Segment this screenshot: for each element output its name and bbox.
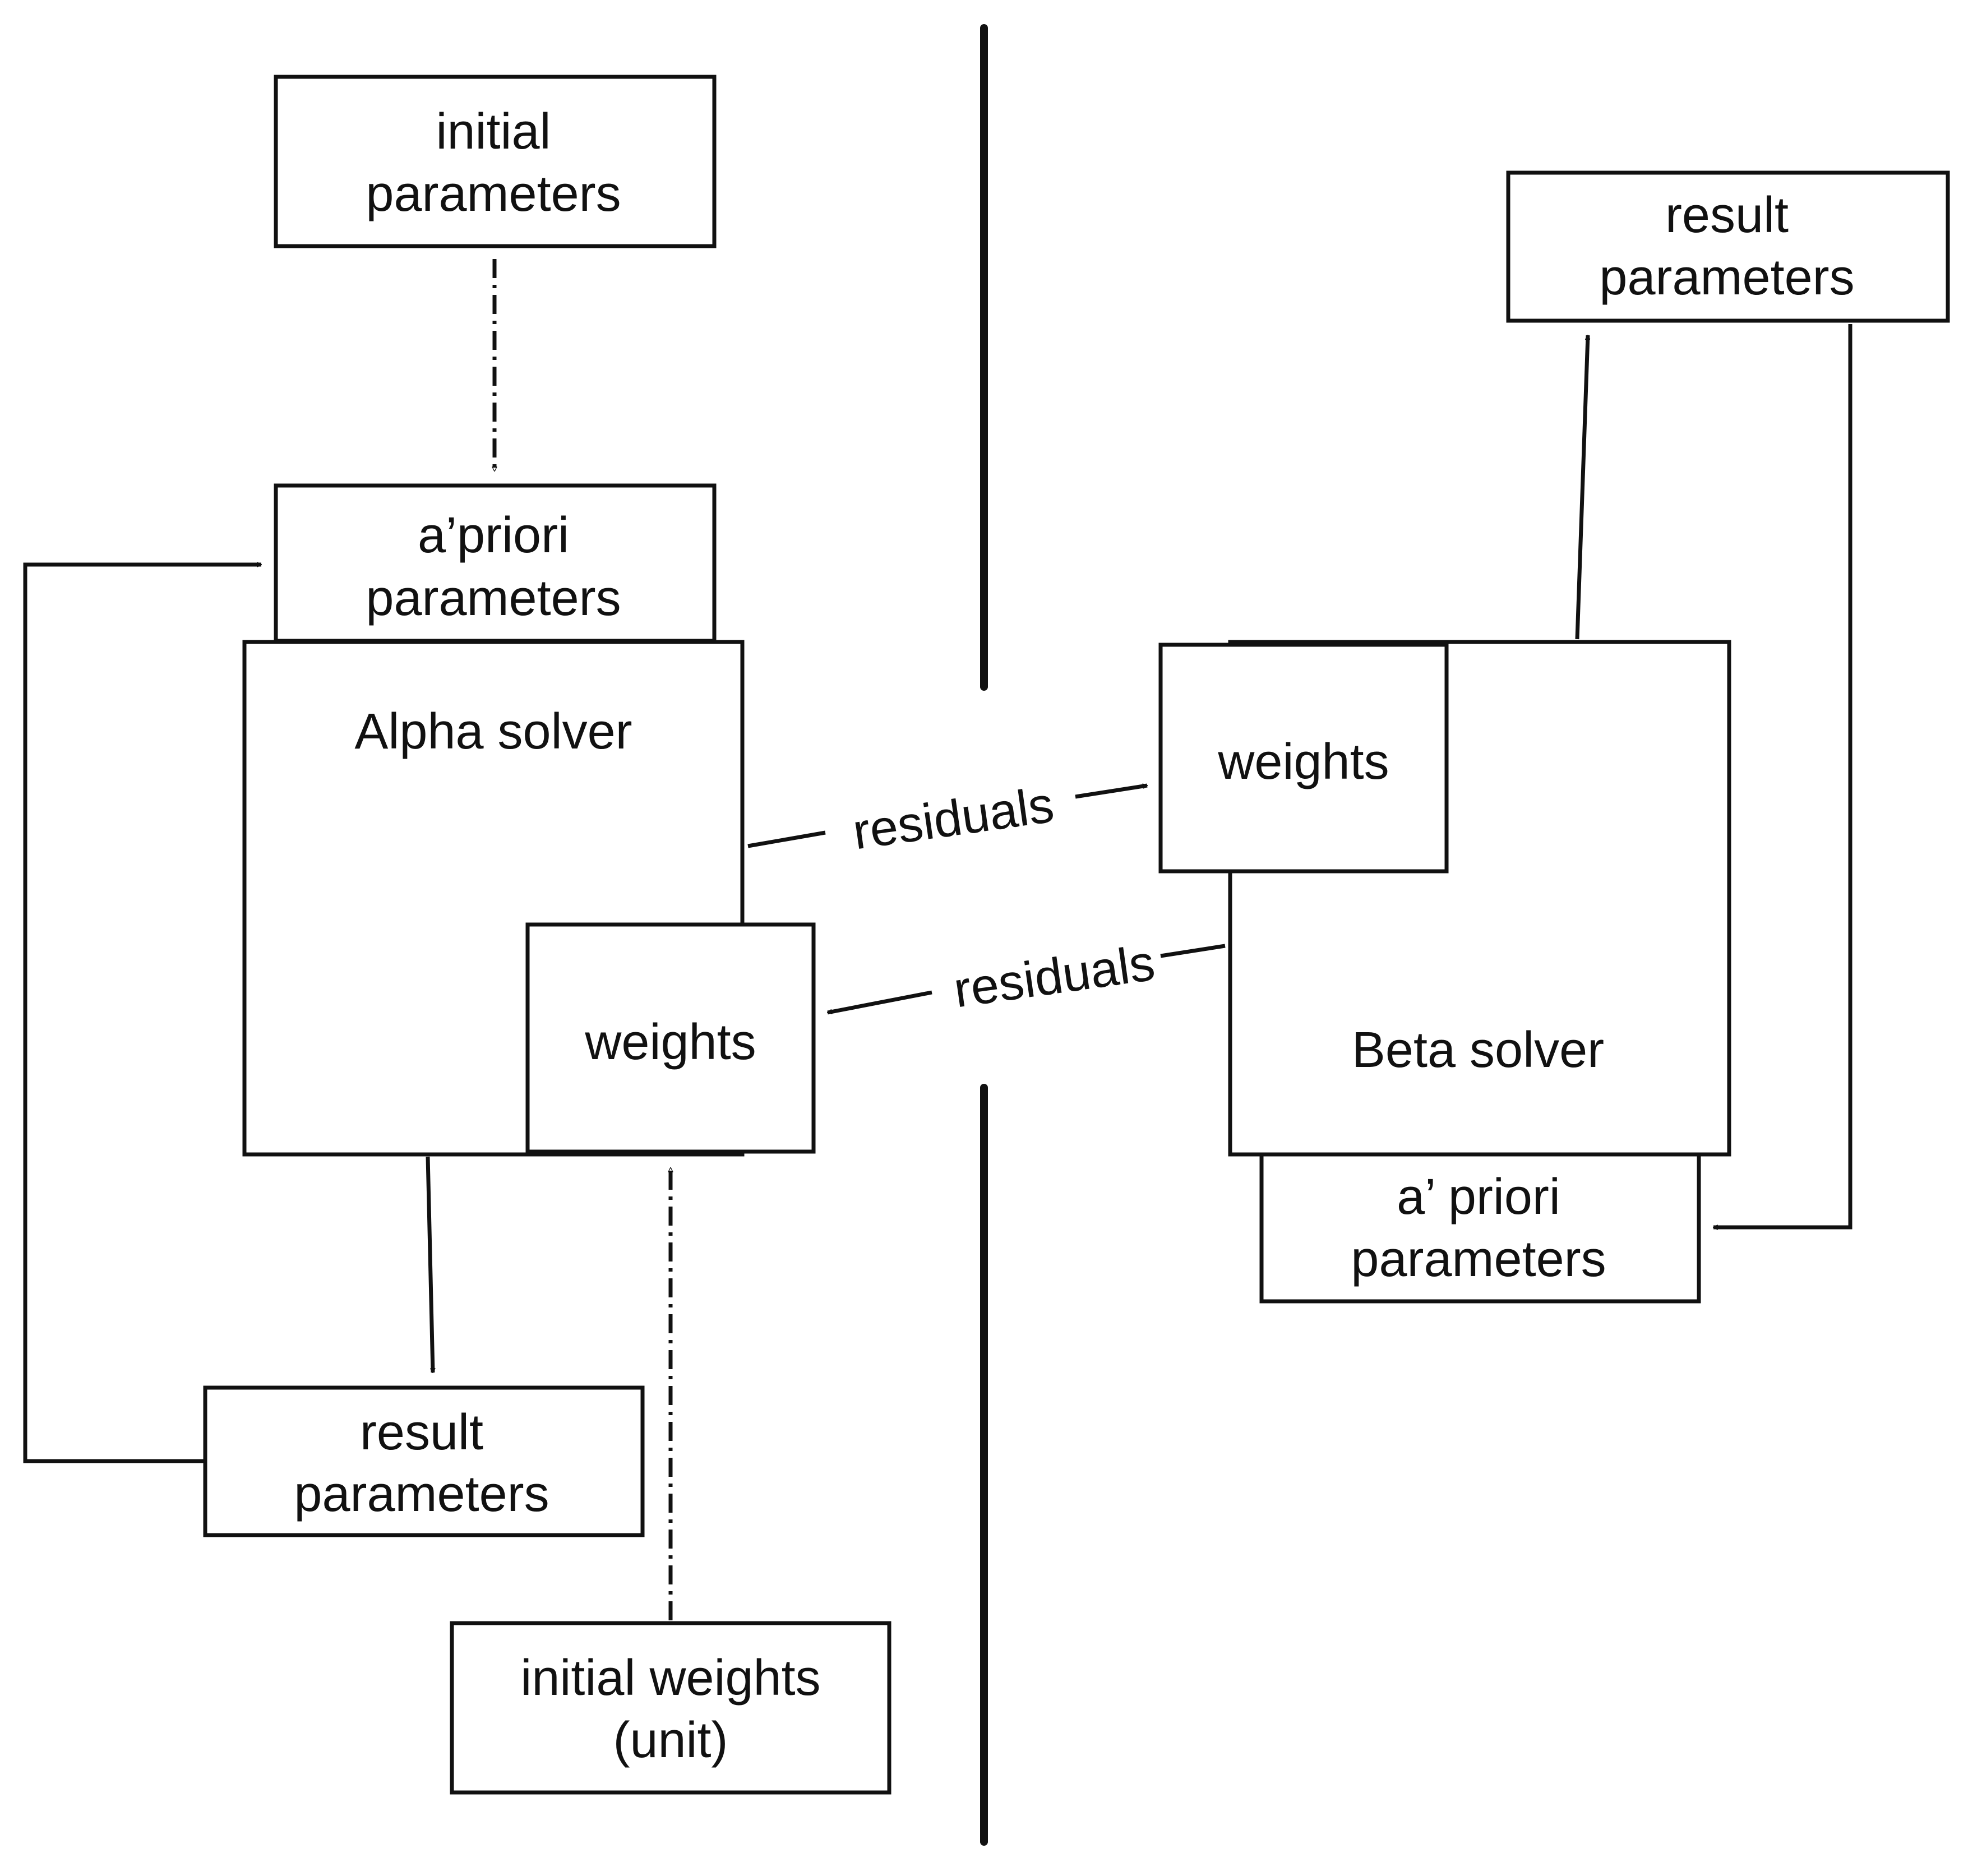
alpha-initial-parameters-box: initial parameters [274, 75, 717, 248]
beta-result-parameters-line1: result [1665, 187, 1789, 243]
alpha-apriori-parameters-line2: parameters [366, 570, 621, 626]
beta-weights-box: weights [1158, 643, 1449, 874]
residuals-to-beta-tail [747, 830, 826, 848]
beta-weights-label: weights [1217, 734, 1389, 790]
alpha-apriori-parameters-box: a’priori parameters [274, 483, 717, 643]
alpha-initial-parameters-line2: parameters [366, 166, 621, 222]
residuals-to-alpha-tail [1160, 944, 1226, 958]
alpha-result-parameters-line2: parameters [294, 1466, 549, 1522]
beta-solver-label: Beta solver [1352, 1022, 1604, 1078]
residuals-to-beta-arrow [1075, 785, 1147, 799]
alpha-result-parameters-line1: result [360, 1404, 483, 1461]
beta-result-parameters-line2: parameters [1599, 249, 1854, 306]
alpha-initial-parameters-line1: initial [436, 104, 551, 160]
result-feedback-to-apriori-arrow [23, 565, 261, 1463]
alpha-solver-label: Alpha solver [354, 704, 632, 760]
alpha-initial-weights-box: initial weights (unit) [450, 1621, 891, 1795]
beta-result-parameters-box: result parameters [1506, 170, 1950, 323]
beta-apriori-parameters-line2: parameters [1351, 1231, 1606, 1287]
residuals-to-beta-label: residuals [849, 777, 1057, 860]
beta-apriori-parameters-line1: a’ priori [1397, 1169, 1560, 1225]
beta-solver-to-result-arrow [1575, 335, 1588, 640]
residuals-to-alpha-arrow [828, 990, 932, 1013]
beta-result-feedback-to-apriori-arrow [1713, 324, 1852, 1227]
alpha-apriori-parameters-line1: a’priori [418, 507, 569, 563]
alpha-result-parameters-box: result parameters [203, 1385, 645, 1537]
alpha-solver-to-result-arrow [426, 1156, 433, 1373]
alpha-weights-label: weights [584, 1014, 756, 1070]
residuals-to-alpha-label: residuals [950, 935, 1158, 1018]
alpha-initial-weights-line1: initial weights [520, 1650, 820, 1706]
alpha-initial-weights-line2: (unit) [613, 1712, 728, 1768]
alpha-weights-box: weights [525, 922, 816, 1154]
beta-apriori-parameters-box: a’ priori parameters [1259, 1152, 1701, 1304]
